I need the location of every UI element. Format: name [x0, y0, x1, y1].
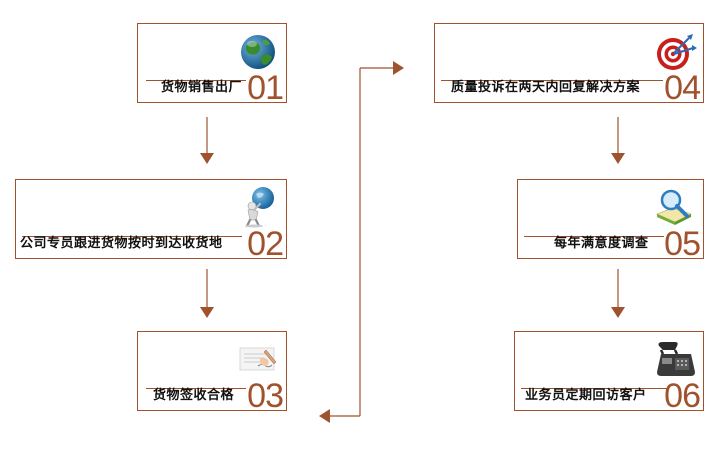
- step-06-number: 06: [664, 377, 701, 415]
- step-05-label: 每年满意度调查: [554, 236, 649, 251]
- person-carrying-globe-icon: [236, 184, 280, 228]
- arrowhead-04-to-05: [611, 153, 625, 164]
- telephone-icon: [653, 336, 697, 380]
- arrowhead-05-to-06: [611, 307, 625, 318]
- step-01-box: 货物销售出厂 01: [137, 23, 287, 107]
- step-03-label: 货物签收合格: [153, 388, 235, 403]
- step-05-underline: [524, 236, 664, 237]
- step-04-label: 质量投诉在两天内回复解决方案: [451, 80, 641, 95]
- step-03-box: 货物签收合格 03: [137, 331, 287, 415]
- magnifier-on-book-icon: [653, 184, 697, 228]
- step-02-number: 02: [247, 225, 284, 263]
- step-05-box: 每年满意度调查 05: [517, 179, 704, 263]
- step-03-underline: [146, 388, 246, 389]
- step-04-underline: [441, 80, 663, 81]
- step-06-underline: [521, 388, 667, 389]
- arrowhead-02-to-03: [200, 307, 214, 318]
- target-with-darts-icon: [653, 28, 697, 72]
- step-04-box: 质量投诉在两天内回复解决方案 04: [434, 23, 704, 107]
- step-06-box: 业务员定期回访客户 06: [514, 331, 704, 415]
- step-02-underline: [22, 236, 242, 237]
- step-05-number: 05: [664, 225, 701, 263]
- step-06-label: 业务员定期回访客户: [525, 388, 647, 403]
- globe-icon: [236, 28, 280, 72]
- step-03-number: 03: [247, 377, 284, 415]
- arrowhead-to-03: [319, 409, 330, 423]
- step-02-box: 公司专员跟进货物按时到达收货地 02: [15, 179, 287, 263]
- step-01-number: 01: [247, 69, 284, 107]
- step-01-underline: [146, 80, 246, 81]
- arrowhead-to-04: [393, 61, 404, 75]
- signing-document-icon: [236, 336, 280, 380]
- step-01-label: 货物销售出厂: [161, 80, 243, 95]
- step-04-number: 04: [664, 69, 701, 107]
- arrowhead-01-to-02: [200, 153, 214, 164]
- step-02-label: 公司专员跟进货物按时到达收货地: [20, 236, 223, 251]
